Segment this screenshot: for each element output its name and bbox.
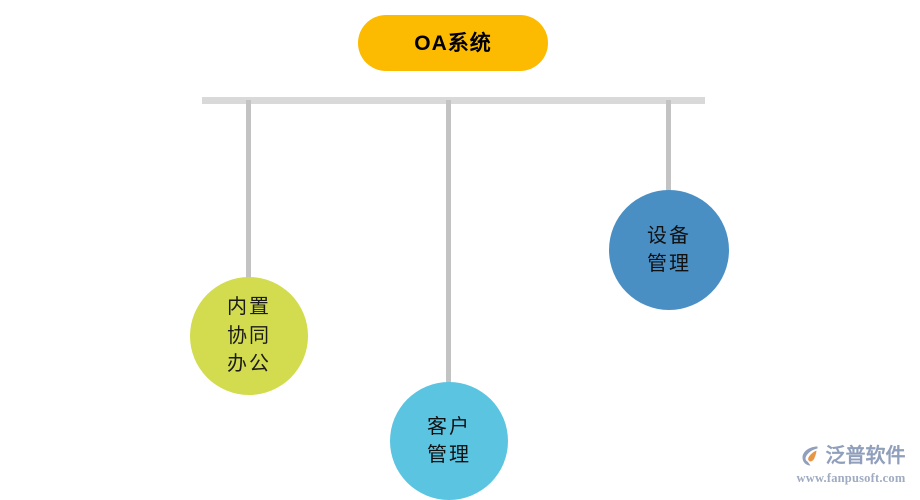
watermark-brand-text: 泛普软件	[825, 445, 906, 467]
connector-line-2	[446, 100, 451, 385]
leaf-node-equipment-management[interactable]: 设备 管理	[609, 190, 729, 310]
connector-line-3	[666, 100, 671, 193]
root-node-label: OA系统	[414, 31, 492, 55]
leaf-node-built-in-collaborative-office[interactable]: 内置 协同 办公	[190, 277, 308, 395]
watermark: 泛普软件 www.fanpusoft.com	[786, 443, 916, 493]
fanpusoft-logo-icon	[797, 443, 823, 469]
watermark-url-text: www.fanpusoft.com	[796, 471, 906, 485]
horizontal-spine	[202, 97, 705, 104]
connector-line-1	[246, 100, 251, 280]
root-node-oa-system[interactable]: OA系统	[358, 15, 548, 71]
leaf-node-label: 内置 协同 办公	[227, 296, 271, 376]
leaf-node-label: 客户 管理	[427, 415, 471, 466]
leaf-node-label: 设备 管理	[647, 224, 691, 275]
watermark-brand-row: 泛普软件	[797, 443, 906, 469]
leaf-node-customer-management[interactable]: 客户 管理	[390, 382, 508, 500]
